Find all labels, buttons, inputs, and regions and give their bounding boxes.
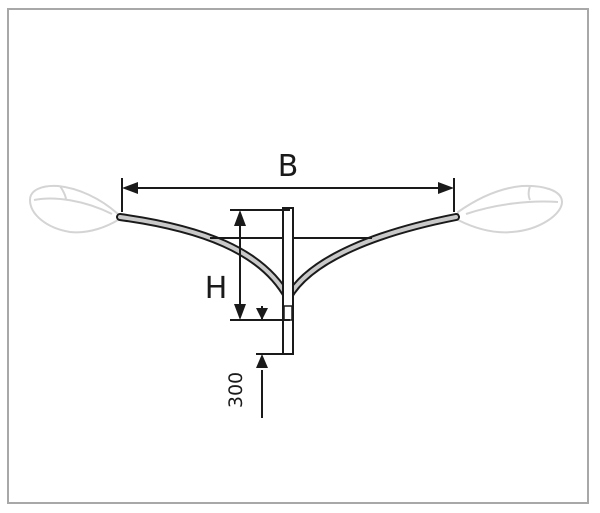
arrowhead-offset-bottom [256,354,268,368]
arrowhead-left [122,182,138,194]
dimension-label-h: H [205,271,228,306]
dimension-label-b: B [278,149,299,184]
arrowhead-bottom [234,304,246,320]
pole [282,207,294,355]
arrowhead-top [234,210,246,226]
right-luminaire [457,184,564,234]
diagram-border [7,8,589,504]
height-dimension [230,209,290,321]
width-dimension [121,178,455,212]
left-luminaire [28,184,119,234]
right-arm [284,213,460,302]
offset-dimension [256,306,290,418]
arrowhead-right [438,182,454,194]
dimension-label-300: 300 [225,372,247,408]
arrowhead-offset-top [256,308,268,320]
pole-joint [283,305,293,321]
